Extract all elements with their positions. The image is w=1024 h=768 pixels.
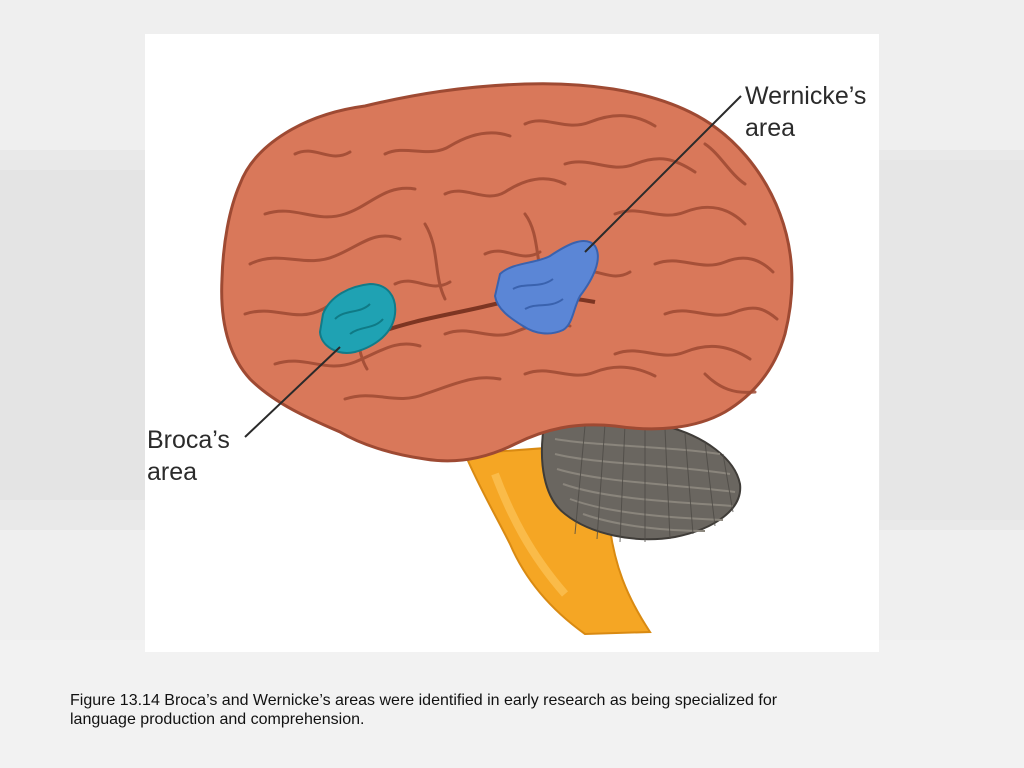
brain-illustration bbox=[220, 82, 794, 636]
broca-label: Broca’s area bbox=[147, 424, 230, 488]
broca-label-line1: Broca’s bbox=[147, 426, 230, 454]
wernicke-label: Wernicke’s area bbox=[745, 80, 866, 144]
cerebellum bbox=[540, 415, 742, 543]
wernicke-label-line1: Wernicke’s bbox=[745, 82, 867, 110]
broca-leader-line bbox=[244, 346, 341, 438]
figure-caption: Figure 13.14 Broca’s and Wernicke’s area… bbox=[70, 691, 950, 729]
wernicke-area bbox=[493, 240, 599, 335]
figure-panel: Wernicke’s area Broca’s area bbox=[145, 34, 879, 652]
wernicke-leader-line bbox=[584, 95, 742, 253]
caption-line1: Figure 13.14 Broca’s and Wernicke’s area… bbox=[70, 692, 778, 709]
wernicke-label-line2: area bbox=[745, 114, 796, 142]
broca-label-line2: area bbox=[147, 458, 198, 486]
caption-line2: language production and comprehension. bbox=[70, 711, 365, 728]
